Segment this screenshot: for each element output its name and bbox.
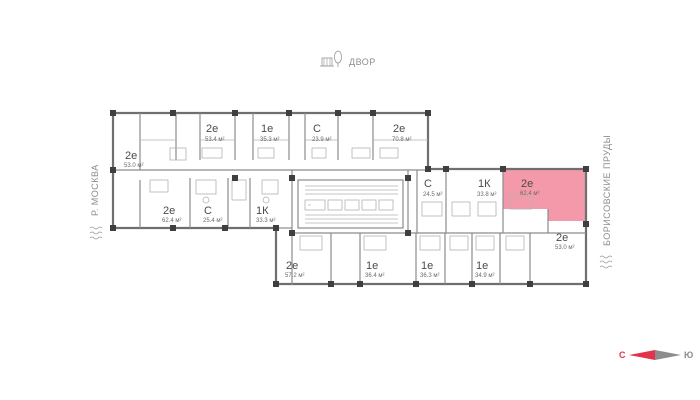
selected-apartment-highlight[interactable] — [503, 170, 585, 221]
apartment-label[interactable]: 2е 53.0 м² — [555, 232, 574, 251]
svg-text:2е: 2е — [521, 178, 533, 190]
apartment-label[interactable]: 1К 33.3 м² — [256, 205, 275, 224]
svg-text:57.2 м²: 57.2 м² — [285, 273, 304, 279]
svg-text:25.4 м²: 25.4 м² — [203, 218, 222, 224]
selected-apartment-label[interactable]: 2е 62.4 м² — [520, 178, 539, 197]
courtyard-label: ДВОР — [349, 57, 376, 67]
svg-text:1е: 1е — [476, 260, 488, 272]
water-icon-east — [599, 255, 613, 269]
svg-text:С: С — [204, 205, 212, 217]
apartment-label[interactable]: 2е 70.8 м² — [392, 123, 411, 143]
svg-text:С: С — [424, 178, 432, 190]
svg-text:2е: 2е — [163, 205, 175, 217]
svg-text:2е: 2е — [286, 260, 298, 272]
svg-text:62.4 м²: 62.4 м² — [520, 191, 539, 197]
courtyard-icon — [320, 50, 342, 67]
apartment-label[interactable]: 1К 33.8 м² — [477, 178, 496, 198]
svg-text:1е: 1е — [421, 260, 433, 272]
compass-north-arrow — [629, 350, 655, 360]
svg-text:24.5 м²: 24.5 м² — [423, 192, 442, 198]
svg-text:1К: 1К — [478, 178, 491, 190]
apartment-label[interactable]: С 24.5 м² — [423, 178, 442, 198]
svg-text:1е: 1е — [261, 123, 273, 135]
west-side-label: Р. МОСКВА — [90, 164, 100, 216]
apartment-label[interactable]: 2е 53.4 м² — [205, 123, 224, 143]
apartment-label[interactable]: 1е 36.3 м² — [420, 260, 439, 279]
svg-text:1К: 1К — [256, 205, 269, 217]
svg-text:33.8 м²: 33.8 м² — [477, 192, 496, 198]
east-side-label: БОРИСОВСКИЕ ПРУДЫ — [602, 135, 612, 246]
svg-text:53.0 м²: 53.0 м² — [555, 245, 574, 251]
svg-text:1е: 1е — [366, 260, 378, 272]
svg-text:36.3 м²: 36.3 м² — [420, 273, 439, 279]
svg-text:33.3 м²: 33.3 м² — [256, 218, 275, 224]
svg-text:70.8 м²: 70.8 м² — [392, 137, 411, 143]
apartment-label[interactable]: 2е 57.2 м² — [285, 260, 304, 279]
svg-text:2е: 2е — [556, 232, 568, 244]
svg-text:2е: 2е — [125, 150, 137, 162]
apartment-label[interactable]: С 25.4 м² — [203, 205, 222, 224]
structural-columns — [110, 110, 589, 287]
svg-text:35.3 м²: 35.3 м² — [260, 137, 279, 143]
svg-text:53.4 м²: 53.4 м² — [205, 137, 224, 143]
compass-south-arrow — [655, 350, 681, 360]
apartment-label[interactable]: 2е 62.4 м² — [162, 205, 181, 224]
svg-text:2е: 2е — [206, 123, 218, 135]
svg-text:23.9 м²: 23.9 м² — [312, 137, 331, 143]
svg-text:53.0 м²: 53.0 м² — [124, 163, 143, 169]
svg-text:34.9 м²: 34.9 м² — [475, 273, 494, 279]
svg-text:С: С — [313, 123, 321, 135]
apartment-label[interactable]: 2е 53.0 м² — [124, 150, 143, 169]
svg-text:36.4 м²: 36.4 м² — [365, 273, 384, 279]
apartment-labels: 2е 53.4 м² 1е 35.3 м² С 23.9 м² 2е 70.8 … — [124, 123, 574, 279]
apartment-label[interactable]: 1е 35.3 м² — [260, 123, 279, 143]
water-icon-west — [89, 226, 103, 240]
stair-core — [305, 185, 398, 224]
apartment-label[interactable]: 1е 36.4 м² — [365, 260, 384, 279]
compass-south-label: Ю — [684, 350, 693, 360]
apartment-label[interactable]: С 23.9 м² — [312, 123, 331, 143]
compass: С Ю — [619, 350, 693, 360]
apartment-label[interactable]: 1е 34.9 м² — [475, 260, 494, 279]
interior-partitions: ▭ — [139, 113, 549, 284]
compass-north-label: С — [619, 350, 626, 360]
core-tag: ▭ — [308, 203, 311, 207]
svg-text:62.4 м²: 62.4 м² — [162, 218, 181, 224]
svg-text:2е: 2е — [393, 123, 405, 135]
